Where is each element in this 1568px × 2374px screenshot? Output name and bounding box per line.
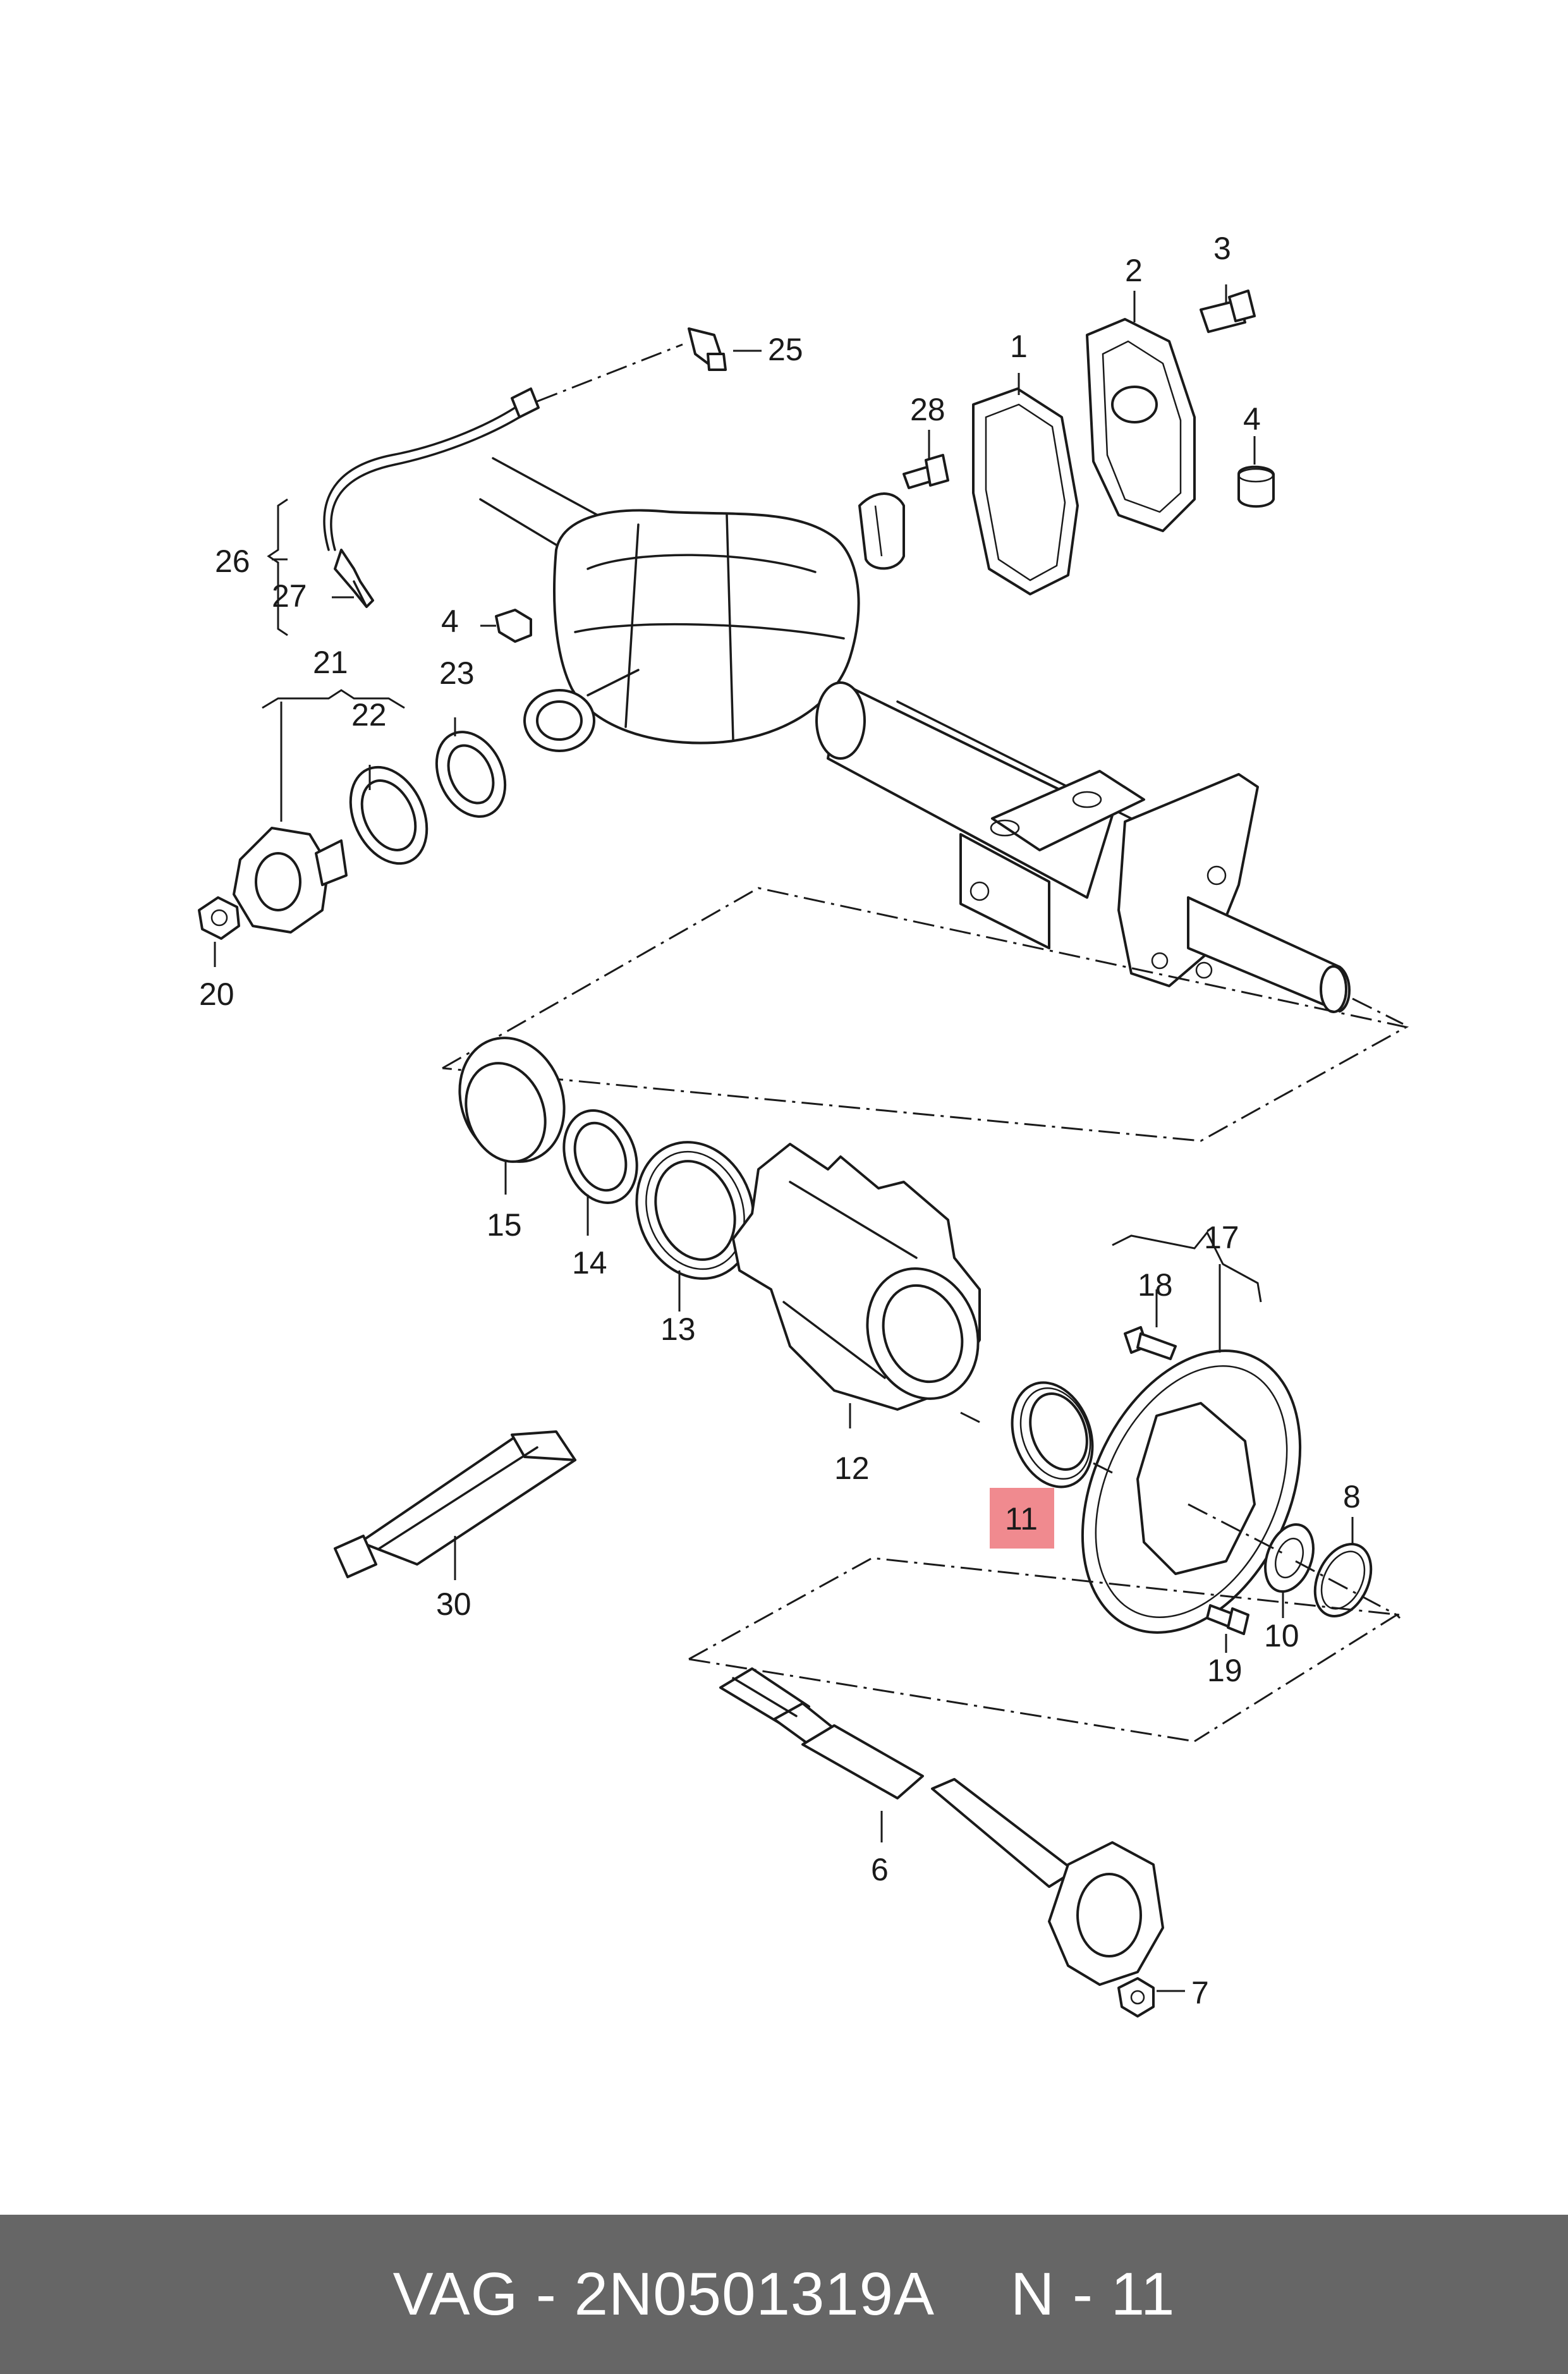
exploded-parts-diagram: 1 2 3 4 28 25 26 27 4 21 22 23 20 15 14 … (198, 231, 1409, 2018)
position-label: N - 11 (1011, 2260, 1176, 2328)
snap-ring (1313, 1543, 1373, 1617)
callout-8: 8 (1343, 1479, 1361, 1514)
hose-clamp (858, 492, 905, 570)
cover-gasket (972, 387, 1079, 595)
callout-17: 17 (1204, 1220, 1239, 1255)
part-number-label: VAG - 2N0501319A (392, 2260, 935, 2328)
callout-25: 25 (768, 332, 803, 367)
axle-seal (435, 731, 507, 818)
cover-bolt (1200, 289, 1256, 333)
callout-4-left: 4 (441, 604, 459, 639)
hub-cap (458, 1037, 566, 1163)
differential-cover (1086, 318, 1196, 532)
shaft-group-frame (688, 1557, 1401, 1660)
hub-group-frame (442, 887, 1409, 1142)
callout-21: 21 (313, 645, 348, 680)
callout-11: 11 (1005, 1501, 1038, 1537)
drive-flange (233, 827, 348, 934)
hub-seal (562, 1109, 638, 1204)
callout-26: 26 (215, 544, 250, 579)
callout-1: 1 (1010, 329, 1028, 364)
callout-18: 18 (1138, 1267, 1173, 1303)
callout-20: 20 (199, 977, 234, 1012)
callout-28: 28 (910, 392, 945, 427)
plug-nut (495, 609, 532, 643)
callout-27: 27 (272, 578, 307, 614)
callout-30: 30 (436, 1586, 471, 1622)
footer-bar: VAG - 2N0501319A N - 11 (0, 2215, 1568, 2374)
wheel-hub (732, 1143, 981, 1411)
callout-10: 10 (1264, 1618, 1299, 1653)
callout-3: 3 (1213, 231, 1231, 266)
highlight-box (990, 1488, 1054, 1549)
hub-nut (1264, 1523, 1315, 1593)
callout-4-right: 4 (1243, 401, 1261, 437)
callout-15: 15 (487, 1207, 522, 1243)
grease-tube (334, 1430, 576, 1578)
drain-plug (1237, 465, 1275, 508)
callout-23: 23 (439, 655, 475, 691)
inner-bearing (1011, 1381, 1094, 1488)
callout-6: 6 (871, 1852, 889, 1887)
clamp-bolt (903, 454, 949, 489)
axle-housing (479, 457, 1404, 1025)
callout-2: 2 (1125, 253, 1143, 288)
disc-bolt-lower (1206, 1604, 1249, 1635)
flange-nut (198, 896, 240, 940)
breather-hose (323, 327, 727, 608)
flange-seal (349, 765, 428, 865)
axle-shaft (719, 1667, 1164, 1986)
callout-19: 19 (1207, 1653, 1243, 1688)
callout-14: 14 (572, 1245, 607, 1281)
outer-bearing (635, 1141, 755, 1280)
callout-13: 13 (660, 1312, 696, 1347)
disc-bolt (1124, 1326, 1177, 1360)
callout-22: 22 (351, 697, 387, 733)
brake-disc (1081, 1349, 1302, 1634)
callout-12: 12 (834, 1451, 870, 1486)
callout-7: 7 (1191, 1975, 1209, 2011)
wheel-nut (1117, 1977, 1155, 2018)
